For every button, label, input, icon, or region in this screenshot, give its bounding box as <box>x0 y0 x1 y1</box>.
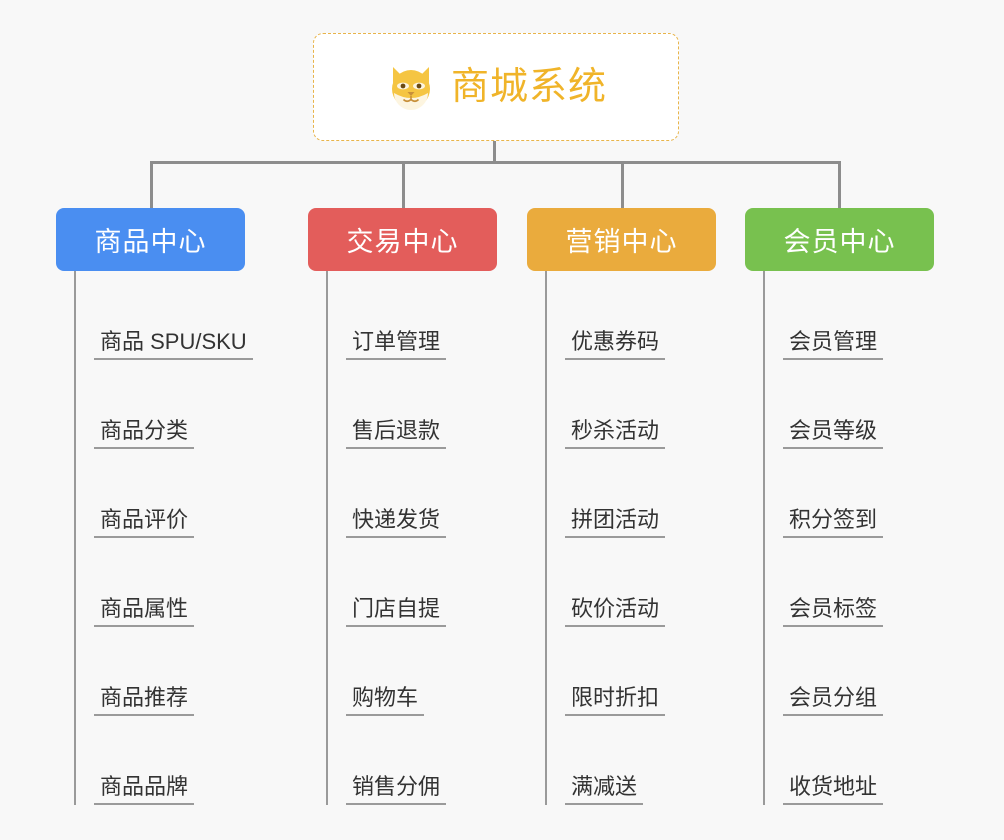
category-items-marketing-center: 优惠券码秒杀活动拼团活动砍价活动限时折扣满减送 <box>545 271 716 805</box>
leaf-item[interactable]: 购物车 <box>346 627 497 716</box>
leaf-item-label: 商品品牌 <box>94 774 195 805</box>
leaf-item[interactable]: 优惠券码 <box>565 271 716 360</box>
leaf-item[interactable]: 商品品牌 <box>94 716 245 805</box>
leaf-item[interactable]: 满减送 <box>565 716 716 805</box>
leaf-item-label: 拼团活动 <box>565 507 666 538</box>
leaf-item[interactable]: 会员等级 <box>783 360 934 449</box>
leaf-item[interactable]: 商品 SPU/SKU <box>94 271 253 360</box>
leaf-item-label: 满减送 <box>565 774 644 805</box>
connector-branch-2 <box>402 161 405 209</box>
leaf-item[interactable]: 砍价活动 <box>565 538 716 627</box>
leaf-item[interactable]: 商品评价 <box>94 449 245 538</box>
leaf-item[interactable]: 积分签到 <box>783 449 934 538</box>
shiba-dog-face-icon <box>385 61 437 113</box>
category-items-product-center: 商品 SPU/SKU 商品分类商品评价商品属性商品推荐商品品牌 <box>74 271 253 805</box>
leaf-item[interactable]: 会员管理 <box>783 271 934 360</box>
root-title: 商城系统 <box>450 66 607 108</box>
category-header-label: 会员中心 <box>783 227 896 257</box>
leaf-item-label: 快递发货 <box>346 507 447 538</box>
category-header-marketing-center[interactable]: 营销中心 <box>527 208 716 271</box>
leaf-item-label: 会员等级 <box>783 418 884 449</box>
leaf-item[interactable]: 秒杀活动 <box>565 360 716 449</box>
leaf-item-label: 订单管理 <box>346 329 447 360</box>
category-header-label: 营销中心 <box>565 227 678 257</box>
leaf-item-label: 砍价活动 <box>565 596 666 627</box>
leaf-item-label: 会员标签 <box>783 596 884 627</box>
leaf-item-label: 购物车 <box>346 685 425 716</box>
leaf-item-label: 收货地址 <box>783 774 884 805</box>
connector-branch-4 <box>838 161 841 209</box>
leaf-item-label: 售后退款 <box>346 418 447 449</box>
leaf-item[interactable]: 商品分类 <box>94 360 245 449</box>
category-column-member-center: 会员中心会员管理会员等级积分签到会员标签会员分组收货地址 <box>745 208 934 805</box>
leaf-item-label: 会员分组 <box>783 685 884 716</box>
leaf-item-label: 门店自提 <box>346 596 447 627</box>
leaf-item-label: 积分签到 <box>783 507 884 538</box>
category-header-product-center[interactable]: 商品中心 <box>56 208 245 271</box>
leaf-item[interactable]: 快递发货 <box>346 449 497 538</box>
leaf-item-label: 商品属性 <box>94 596 195 627</box>
leaf-item[interactable]: 商品属性 <box>94 538 245 627</box>
leaf-item[interactable]: 会员标签 <box>783 538 934 627</box>
category-items-trade-center: 订单管理售后退款快递发货门店自提购物车销售分佣 <box>326 271 497 805</box>
leaf-item-label: 销售分佣 <box>346 774 447 805</box>
leaf-item[interactable]: 门店自提 <box>346 538 497 627</box>
leaf-item[interactable]: 拼团活动 <box>565 449 716 538</box>
category-header-label: 商品中心 <box>94 227 207 257</box>
category-header-trade-center[interactable]: 交易中心 <box>308 208 497 271</box>
leaf-item[interactable]: 售后退款 <box>346 360 497 449</box>
category-header-member-center[interactable]: 会员中心 <box>745 208 934 271</box>
category-header-label: 交易中心 <box>346 227 459 257</box>
connector-root-stem <box>493 141 496 163</box>
connector-horizontal-bus <box>150 161 838 164</box>
connector-branch-3 <box>621 161 624 209</box>
leaf-item-label: 商品推荐 <box>94 685 195 716</box>
category-column-marketing-center: 营销中心优惠券码秒杀活动拼团活动砍价活动限时折扣满减送 <box>527 208 716 805</box>
leaf-item[interactable]: 会员分组 <box>783 627 934 716</box>
connector-branch-1 <box>150 161 153 209</box>
leaf-item[interactable]: 收货地址 <box>783 716 934 805</box>
root-node[interactable]: 商城系统 <box>313 33 679 141</box>
category-column-trade-center: 交易中心订单管理售后退款快递发货门店自提购物车销售分佣 <box>308 208 497 805</box>
leaf-item[interactable]: 销售分佣 <box>346 716 497 805</box>
category-items-member-center: 会员管理会员等级积分签到会员标签会员分组收货地址 <box>763 271 934 805</box>
leaf-item[interactable]: 限时折扣 <box>565 627 716 716</box>
leaf-item-label: 商品评价 <box>94 507 195 538</box>
leaf-item-label: 商品 SPU/SKU <box>94 329 253 360</box>
leaf-item[interactable]: 商品推荐 <box>94 627 245 716</box>
leaf-item-label: 秒杀活动 <box>565 418 666 449</box>
leaf-item-label: 会员管理 <box>783 329 884 360</box>
category-column-product-center: 商品中心商品 SPU/SKU 商品分类商品评价商品属性商品推荐商品品牌 <box>56 208 253 805</box>
leaf-item[interactable]: 订单管理 <box>346 271 497 360</box>
leaf-item-label: 商品分类 <box>94 418 195 449</box>
leaf-item-label: 优惠券码 <box>565 329 666 360</box>
leaf-item-label: 限时折扣 <box>565 685 666 716</box>
